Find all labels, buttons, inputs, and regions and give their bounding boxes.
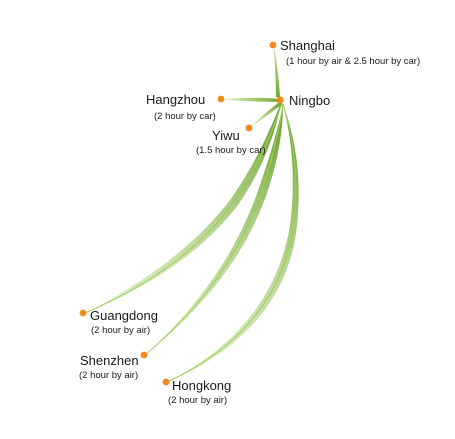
note-hongkong: (2 hour by air) (168, 395, 227, 406)
label-shanghai: Shanghai (280, 38, 335, 53)
label-hongkong: Hongkong (172, 378, 231, 393)
route-hangzhou (221, 97, 281, 102)
route-hongkong-strand (166, 103, 297, 383)
note-yiwu: (1.5 hour by car) (196, 145, 266, 156)
label-hangzhou: Hangzhou (146, 92, 205, 107)
route-shanghai (273, 45, 280, 97)
note-hangzhou: (2 hour by car) (154, 111, 216, 122)
label-shenzhen: Shenzhen (80, 353, 139, 368)
note-shenzhen: (2 hour by air) (79, 370, 138, 381)
route-yiwu (249, 101, 283, 128)
label-ningbo: Ningbo (289, 93, 330, 108)
nodes (79, 41, 284, 386)
route-guangdong-strand (84, 102, 283, 314)
node-hongkong (162, 378, 170, 386)
routes (84, 45, 299, 383)
node-ningbo (276, 96, 284, 104)
node-shanghai (269, 41, 277, 49)
note-shanghai: (1 hour by air & 2.5 hour by car) (286, 56, 420, 67)
route-shenzhen-strand (144, 103, 284, 356)
node-yiwu (245, 124, 253, 132)
labels: Ningbo Shanghai (1 hour by air & 2.5 hou… (79, 38, 420, 406)
label-guangdong: Guangdong (90, 308, 158, 323)
node-guangdong (79, 309, 87, 317)
note-guangdong: (2 hour by air) (91, 325, 150, 336)
node-hangzhou (217, 95, 225, 103)
node-shenzhen (140, 351, 148, 359)
label-yiwu: Yiwu (212, 128, 240, 143)
